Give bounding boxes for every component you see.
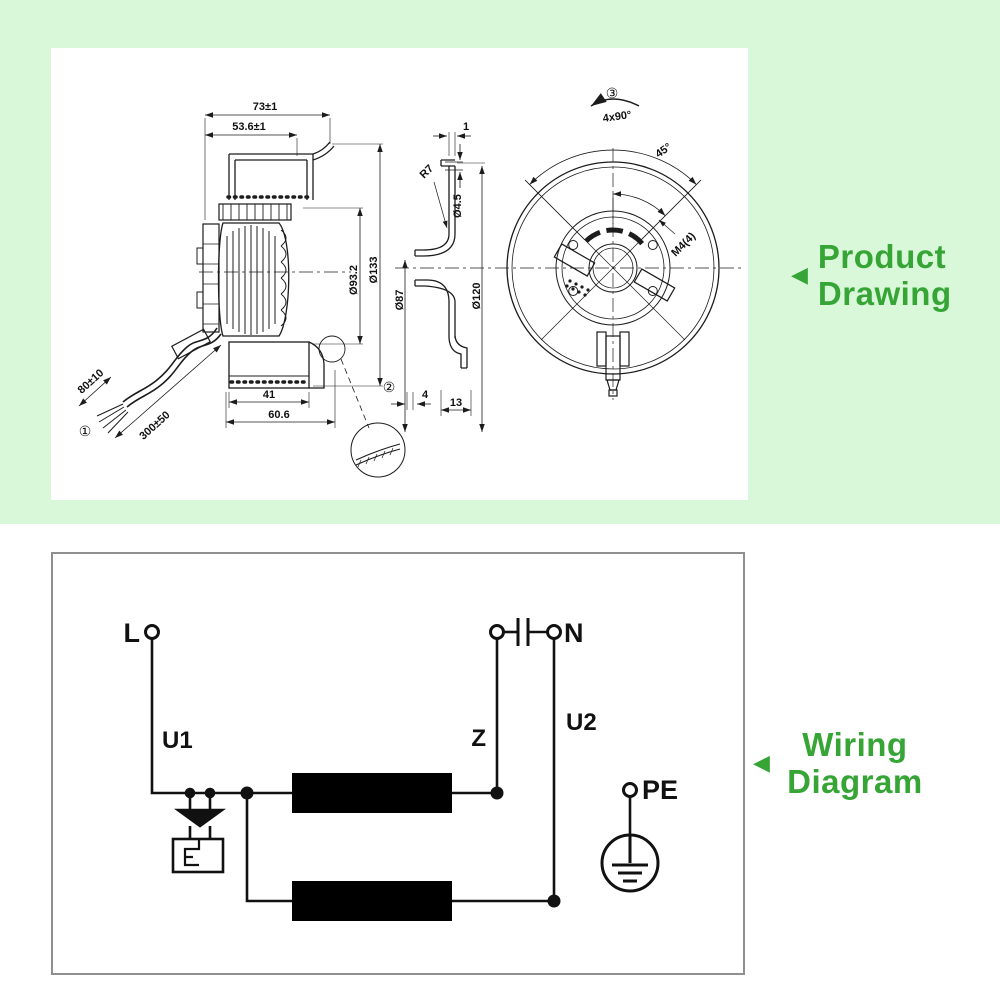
product-caption-line1: Product — [817, 238, 947, 275]
wiring-circuit — [144, 618, 660, 921]
dim-flange-dia: Ø120 — [471, 283, 483, 310]
wiring-labels: L N U1 U2 Z PE — [124, 618, 679, 805]
wiring-diagram-caption: ◀ Wiring Diagram — [753, 726, 930, 800]
dim-cable-strip: 80±10 — [76, 367, 107, 396]
dim-total-width: 73±1 — [253, 101, 277, 113]
dim-foot-a: 4 — [422, 389, 429, 401]
dim-housing-dia: Ø133 — [368, 257, 380, 284]
dim-depth-inner: 41 — [263, 389, 275, 401]
terminal-label-pe: PE — [642, 775, 678, 805]
callout-1: ① — [79, 423, 92, 439]
callout-3: ③ — [606, 85, 619, 101]
dim-impeller-dia: Ø93.2 — [348, 265, 360, 295]
terminal-label-z: Z — [471, 725, 486, 752]
dim-radius: R7 — [418, 163, 436, 181]
dim-depth-total: 60.6 — [268, 409, 289, 421]
wiring-diagram-svg: L N U1 U2 Z PE — [124, 618, 679, 921]
dim-lip: 1 — [463, 121, 469, 133]
wiring-caption-line2: Diagram — [787, 763, 923, 800]
terminal-label-u2: U2 — [566, 709, 597, 736]
dim-screw-spec: M4(4) — [669, 230, 698, 259]
product-drawing-svg: 73±1 53.6±1 Ø93.2 Ø133 41 60.6 80±10 300… — [76, 85, 741, 478]
product-drawing-caption: ◀ Product Drawing — [791, 238, 952, 312]
left-arrow-icon: ◀ — [753, 750, 770, 775]
dim-foot-b: 13 — [450, 397, 462, 409]
dim-angle: 45° — [653, 141, 674, 160]
terminal-label-n: N — [564, 618, 584, 648]
dim-hole-pattern: 4x90° — [602, 109, 632, 125]
fan-rear-view — [395, 148, 741, 400]
dim-hole: Ø4.5 — [452, 194, 464, 218]
product-caption-line2: Drawing — [817, 275, 952, 312]
callout-2: ② — [383, 379, 396, 395]
dim-inner-width: 53.6±1 — [232, 121, 266, 133]
left-arrow-icon: ◀ — [791, 262, 808, 287]
knurl-dots — [565, 279, 590, 297]
terminal-label-u1: U1 — [162, 727, 193, 754]
dim-inlet-dia: Ø87 — [394, 290, 406, 311]
detail-view — [318, 335, 406, 478]
wiring-caption-line1: Wiring — [802, 726, 908, 763]
flange-profile-view: 1 R7 Ø4.5 Ø87 Ø120 4 13 ② — [383, 121, 485, 432]
fan-side-view — [96, 141, 351, 434]
terminal-label-l: L — [124, 618, 141, 648]
